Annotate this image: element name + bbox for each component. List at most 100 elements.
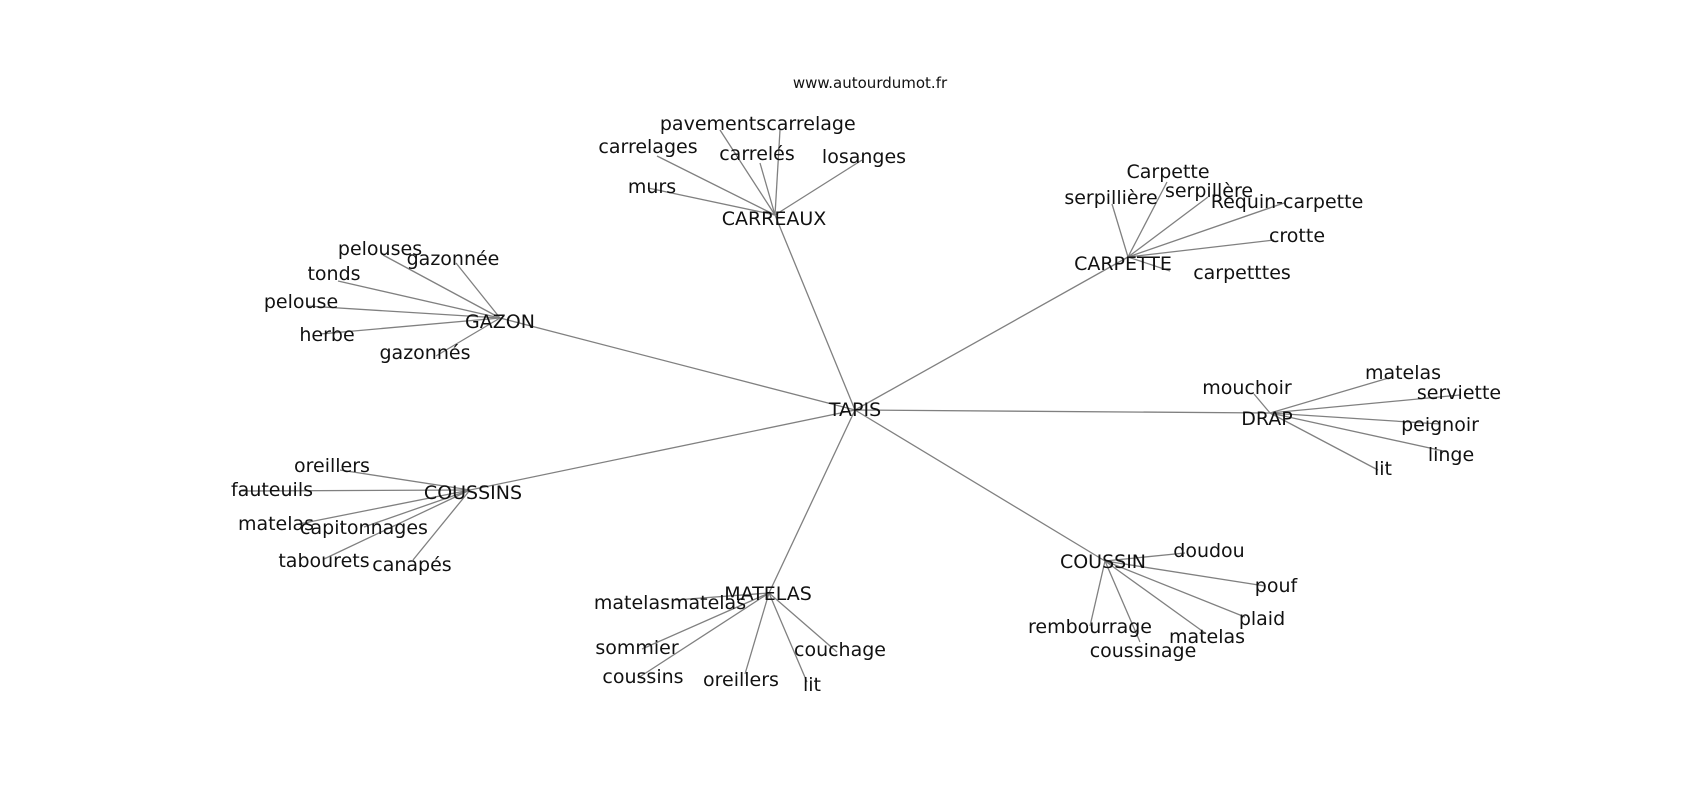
leaf-node-carpette-requin-carpette[interactable]: Requin-carpette xyxy=(1211,191,1364,213)
edge-coussins-matelas xyxy=(298,489,471,525)
edge-carpette-crotte xyxy=(1127,239,1275,258)
leaf-node-gazon-gazonnee[interactable]: gazonnée xyxy=(407,248,500,270)
edge-coussin-rembourrage xyxy=(1089,560,1106,627)
edge-drap-lit xyxy=(1269,412,1379,471)
leaf-node-matelas-oreillers[interactable]: oreillers xyxy=(703,669,779,691)
site-credit[interactable]: www.autourdumot.fr xyxy=(793,74,948,92)
edge-carreaux-carrelages xyxy=(656,155,776,216)
edge-coussin-doudou xyxy=(1104,552,1186,562)
edge-gazon-herbe xyxy=(319,317,501,335)
edge-coussin-plaid xyxy=(1104,560,1246,618)
leaf-node-carpette-crotte[interactable]: crotte xyxy=(1269,225,1325,247)
edge-gazon-gazonnes xyxy=(435,317,501,357)
edge-carpette-requin-carpette xyxy=(1127,202,1285,258)
hub-node-coussins[interactable]: COUSSINS xyxy=(424,482,522,504)
leaf-node-coussin-plaid[interactable]: plaid xyxy=(1239,608,1285,630)
edge-center-carpette xyxy=(854,256,1129,411)
edge-carreaux-losanges xyxy=(774,159,863,216)
edge-carreaux-carrelage xyxy=(774,129,781,216)
leaf-node-coussins-canapes[interactable]: canapés xyxy=(372,554,451,576)
edge-carpette-serpillere xyxy=(1127,196,1209,258)
leaf-node-drap-serviette[interactable]: serviette xyxy=(1417,382,1501,404)
edge-matelas-sommier xyxy=(641,592,770,650)
edge-gazon-tonds xyxy=(337,280,501,319)
edge-matelas-matelasmatelas xyxy=(674,592,770,601)
hub-node-matelas[interactable]: MATELAS xyxy=(724,583,812,605)
leaf-node-carreaux-losanges[interactable]: losanges xyxy=(822,146,906,168)
leaf-node-matelas-sommier[interactable]: sommier xyxy=(595,637,679,659)
edge-carpette-carpetttes xyxy=(1127,256,1171,272)
edge-matelas-oreillers xyxy=(744,592,770,675)
leaf-node-matelas-coussins[interactable]: coussins xyxy=(602,666,683,688)
hub-node-carpette[interactable]: CARPETTE xyxy=(1074,253,1172,275)
leaf-node-gazon-tonds[interactable]: tonds xyxy=(307,263,360,285)
center-node-tapis[interactable]: TAPIS xyxy=(828,399,881,421)
edge-coussins-capitonnages xyxy=(363,489,471,528)
leaf-node-matelas-lit[interactable]: lit xyxy=(803,674,821,696)
leaf-node-matelas-matelasmatelas[interactable]: matelasmatelas xyxy=(594,592,746,614)
leaf-node-coussins-fauteuils[interactable]: fauteuils xyxy=(231,479,313,501)
leaf-node-coussins-matelas[interactable]: matelas xyxy=(238,513,314,535)
leaf-node-coussin-matelas[interactable]: matelas xyxy=(1169,626,1245,648)
edge-matelas-coussins xyxy=(637,592,770,679)
leaf-node-gazon-pelouses[interactable]: pelouses xyxy=(338,238,422,260)
leaf-node-drap-matelas[interactable]: matelas xyxy=(1365,362,1441,384)
leaf-node-coussin-doudou[interactable]: doudou xyxy=(1173,540,1244,562)
leaf-node-coussin-pouf[interactable]: pouf xyxy=(1255,575,1299,597)
leaf-node-gazon-gazonnes[interactable]: gazonnés xyxy=(380,342,471,364)
edge-center-drap xyxy=(854,409,1271,414)
edge-drap-mouchoir xyxy=(1253,393,1271,414)
edge-carreaux-murs xyxy=(647,187,776,216)
edge-coussin-pouf xyxy=(1104,560,1266,587)
hub-node-drap[interactable]: DRAP xyxy=(1241,408,1293,430)
leaf-node-drap-mouchoir[interactable]: mouchoir xyxy=(1202,377,1292,399)
leaf-node-carreaux-carrelage[interactable]: carrelage xyxy=(766,113,855,135)
leaf-node-carpette-carpette[interactable]: Carpette xyxy=(1126,161,1209,183)
edge-center-gazon xyxy=(499,317,856,411)
edge-carpette-serpilliere xyxy=(1111,203,1129,258)
leaf-node-drap-peignoir[interactable]: peignoir xyxy=(1401,414,1479,436)
leaf-node-gazon-pelouse[interactable]: pelouse xyxy=(264,291,338,313)
edge-center-carreaux xyxy=(774,214,856,411)
hub-node-gazon[interactable]: GAZON xyxy=(465,311,535,333)
leaf-node-carpette-serpillere[interactable]: serpillère xyxy=(1165,180,1253,202)
edge-matelas-couchage xyxy=(768,592,838,653)
edge-coussins-tabourets xyxy=(323,489,471,560)
edge-matelas-lit xyxy=(768,592,808,683)
edge-carreaux-pavements xyxy=(719,129,776,216)
leaf-node-carpette-carpetttes[interactable]: carpetttes xyxy=(1193,262,1291,284)
leaf-node-coussins-tabourets[interactable]: tabourets xyxy=(278,550,369,572)
leaf-node-coussins-capitonnages[interactable]: capitonnages xyxy=(300,517,428,539)
leaf-node-drap-linge[interactable]: linge xyxy=(1428,444,1474,466)
edge-drap-matelas xyxy=(1269,376,1393,414)
edge-carpette-carpette xyxy=(1127,181,1168,258)
hub-node-carreaux[interactable]: CARREAUX xyxy=(722,208,827,230)
leaf-node-carreaux-carrelages[interactable]: carrelages xyxy=(598,136,697,158)
edge-center-coussin xyxy=(854,409,1106,562)
leaf-node-gazon-herbe[interactable]: herbe xyxy=(299,324,354,346)
edge-drap-linge xyxy=(1269,412,1449,453)
leaf-node-matelas-couchage[interactable]: couchage xyxy=(794,639,886,661)
edge-coussin-matelas xyxy=(1104,560,1206,634)
leaf-node-carpette-serpilliere[interactable]: serpillière xyxy=(1064,187,1157,209)
leaf-node-coussin-coussinage[interactable]: coussinage xyxy=(1090,640,1197,662)
edge-gazon-pelouses xyxy=(382,254,501,319)
leaf-node-carreaux-murs[interactable]: murs xyxy=(628,176,676,198)
edge-coussin-coussinage xyxy=(1104,560,1141,643)
leaf-node-coussin-rembourrage[interactable]: rembourrage xyxy=(1028,616,1152,638)
edge-coussins-fauteuils xyxy=(239,489,471,492)
hub-node-coussin[interactable]: COUSSIN xyxy=(1060,551,1146,573)
edge-gazon-gazonnee xyxy=(455,262,501,319)
leaf-node-carreaux-pavements[interactable]: pavements xyxy=(660,113,766,135)
edge-center-coussins xyxy=(469,409,856,491)
leaf-node-carreaux-carreles[interactable]: carrelés xyxy=(719,143,795,165)
edge-carreaux-carreles xyxy=(759,162,776,216)
leaf-node-coussins-oreillers[interactable]: oreillers xyxy=(294,455,370,477)
edge-coussins-oreillers xyxy=(339,469,471,491)
leaf-node-drap-lit[interactable]: lit xyxy=(1374,458,1392,480)
edge-drap-peignoir xyxy=(1269,412,1441,425)
edge-center-matelas xyxy=(768,409,856,594)
edges-layer xyxy=(239,129,1461,683)
